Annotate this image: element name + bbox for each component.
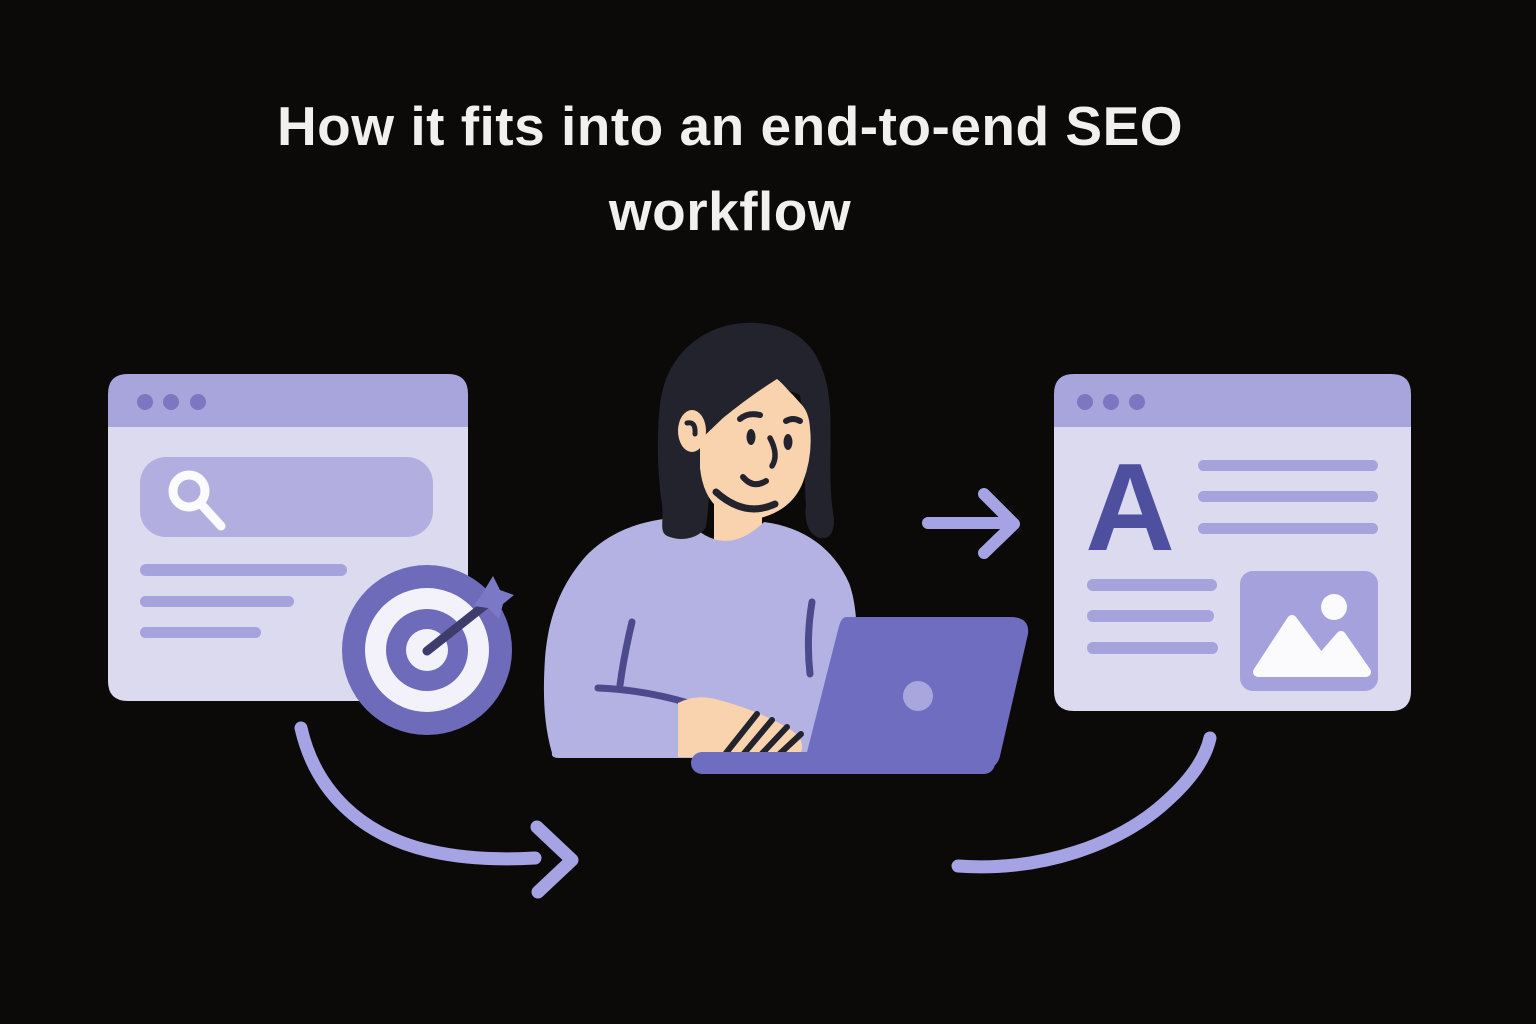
curved-line-icon [951,731,1217,874]
eyebrow [783,416,803,424]
hair [657,322,834,539]
dart-shaft [422,597,494,656]
search-window-titlebar [108,374,468,427]
window-dot [1077,394,1093,410]
text-line [1087,610,1214,622]
text-line [1087,579,1217,591]
sleeve-fold [804,598,816,678]
search-icon [168,470,226,531]
laptop-illustration [691,617,1029,774]
window-dot [163,394,179,410]
text-line [140,627,261,638]
window-dot [190,394,206,410]
title-line-1: How it fits into an end-to-end SEO [276,95,1184,157]
window-dot [137,394,153,410]
face [700,379,811,520]
text-line [1198,491,1378,502]
dart-fletching [474,576,514,619]
drop-cap-letter: A [1085,439,1175,577]
eye [746,429,756,445]
text-line [140,564,347,576]
laptop-logo [903,681,933,711]
search-input [140,457,433,537]
ear [678,410,706,452]
article-window-titlebar [1054,374,1411,427]
arrow-right-icon [922,488,1020,559]
nose [767,435,778,469]
text-line [1087,642,1218,654]
curved-arrow-right-icon [294,721,579,899]
laptop-base [691,752,995,774]
sleeve-fold [616,618,636,689]
jaw-line [712,488,779,513]
window-dots [1077,394,1145,410]
window-dot [1103,394,1119,410]
mouth [740,474,769,488]
article-window: A [1054,374,1411,711]
ear-line [684,420,698,437]
eyebrow [737,411,763,422]
sleeve-fold [594,684,692,707]
title-line-2: workflow [608,180,852,242]
page-title: How it fits into an end-to-end SEO workf… [165,84,1295,254]
text-line [1198,523,1378,534]
window-dots [137,394,206,410]
window-dot [1129,394,1145,410]
text-line [1198,460,1378,471]
target-dart-icon [342,565,514,735]
person-typing-illustration [543,322,858,765]
eye [783,434,793,450]
text-line [140,596,294,607]
image-icon [1240,571,1378,691]
sweater [543,517,858,758]
